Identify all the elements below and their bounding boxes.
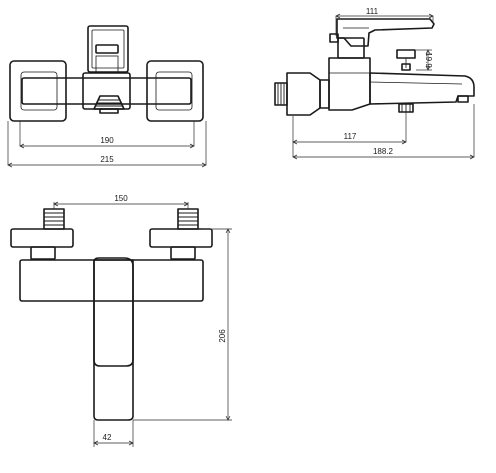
dim-206-label: 206: [218, 329, 227, 343]
front-view: 190 215: [7, 25, 207, 168]
dim-42-label: 42: [103, 433, 112, 442]
top-view: 150 206 42: [10, 194, 232, 447]
dim-190-label: 190: [100, 136, 114, 145]
dim-188-2-label: 188.2: [373, 147, 394, 156]
dim-215-label: 215: [100, 155, 114, 164]
dim-117-label: 117: [344, 132, 357, 141]
dim-111-label: 111: [366, 7, 379, 16]
dim-150-label: 150: [114, 194, 128, 203]
side-view: 111 19.9 117 188.2: [274, 7, 475, 160]
dim-19-9-label: 19.9: [424, 52, 433, 68]
